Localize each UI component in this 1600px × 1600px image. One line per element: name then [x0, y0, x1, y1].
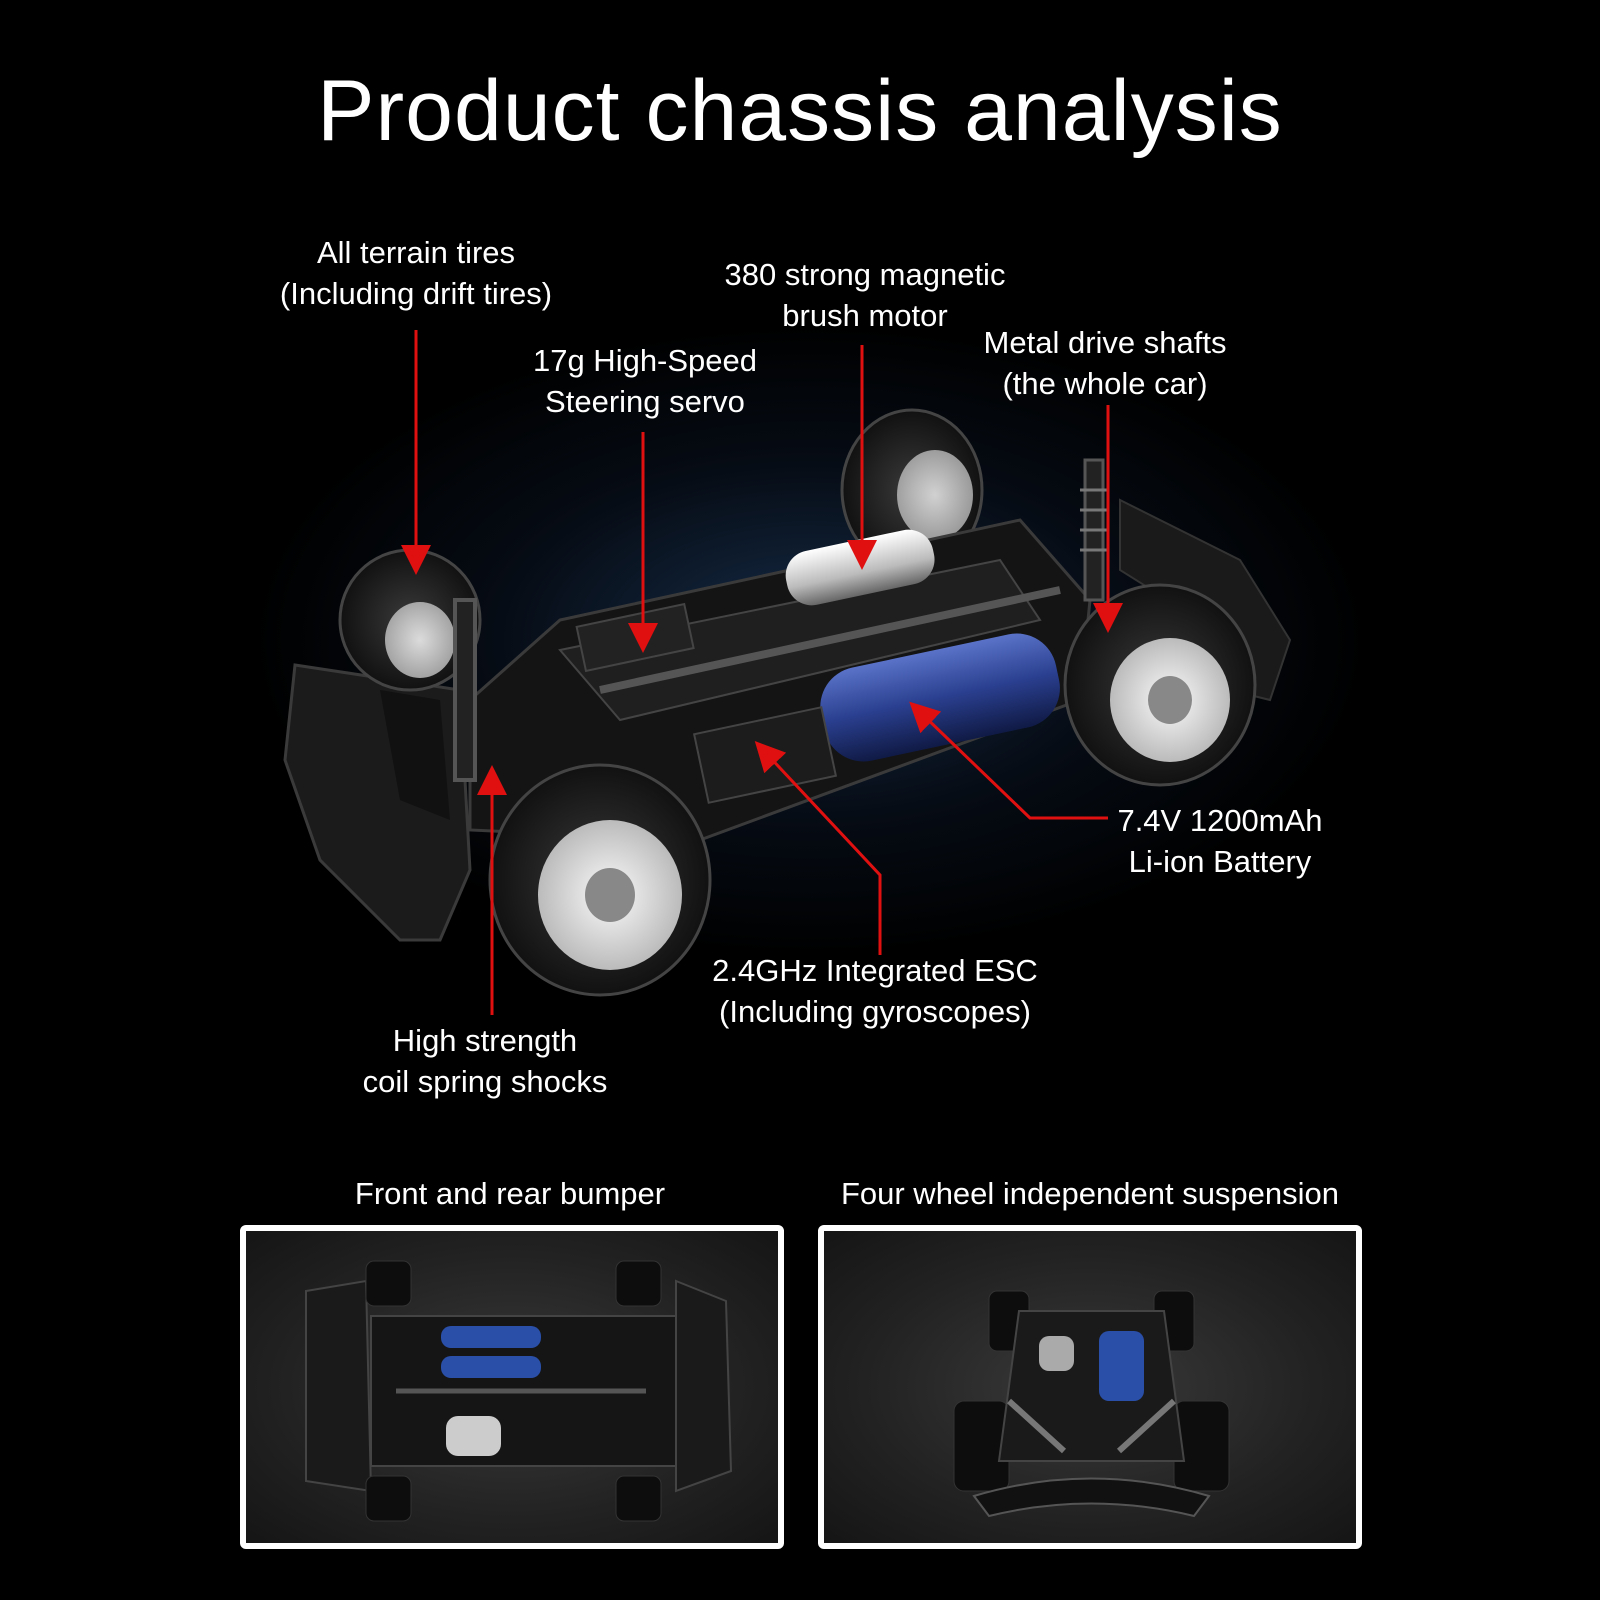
page-title: Product chassis analysis: [317, 63, 1283, 159]
chassis-illustration: [283, 330, 1292, 1015]
rear-shock: [1080, 458, 1108, 602]
panel-caption-bumper: Front and rear bumper: [354, 1176, 666, 1211]
front-view-chassis-image: [953, 1290, 1230, 1518]
drive-shaft: [599, 586, 1061, 694]
callout-arrows: [401, 330, 1123, 1015]
panel-suspension: [818, 1225, 1362, 1549]
panel-caption-suspension: Four wheel independent suspension: [840, 1176, 1340, 1211]
battery: [820, 633, 1060, 762]
callout-tires: All terrain tires(Including drift tires): [279, 235, 553, 311]
front-shock: [453, 598, 477, 782]
top-view-chassis-image: [305, 1260, 733, 1522]
callout-esc: 2.4GHz Integrated ESC(Including gyroscop…: [712, 953, 1038, 1029]
callout-drive-shafts: Metal drive shafts(the whole car): [983, 325, 1227, 401]
panel-bumper: [240, 1225, 784, 1549]
